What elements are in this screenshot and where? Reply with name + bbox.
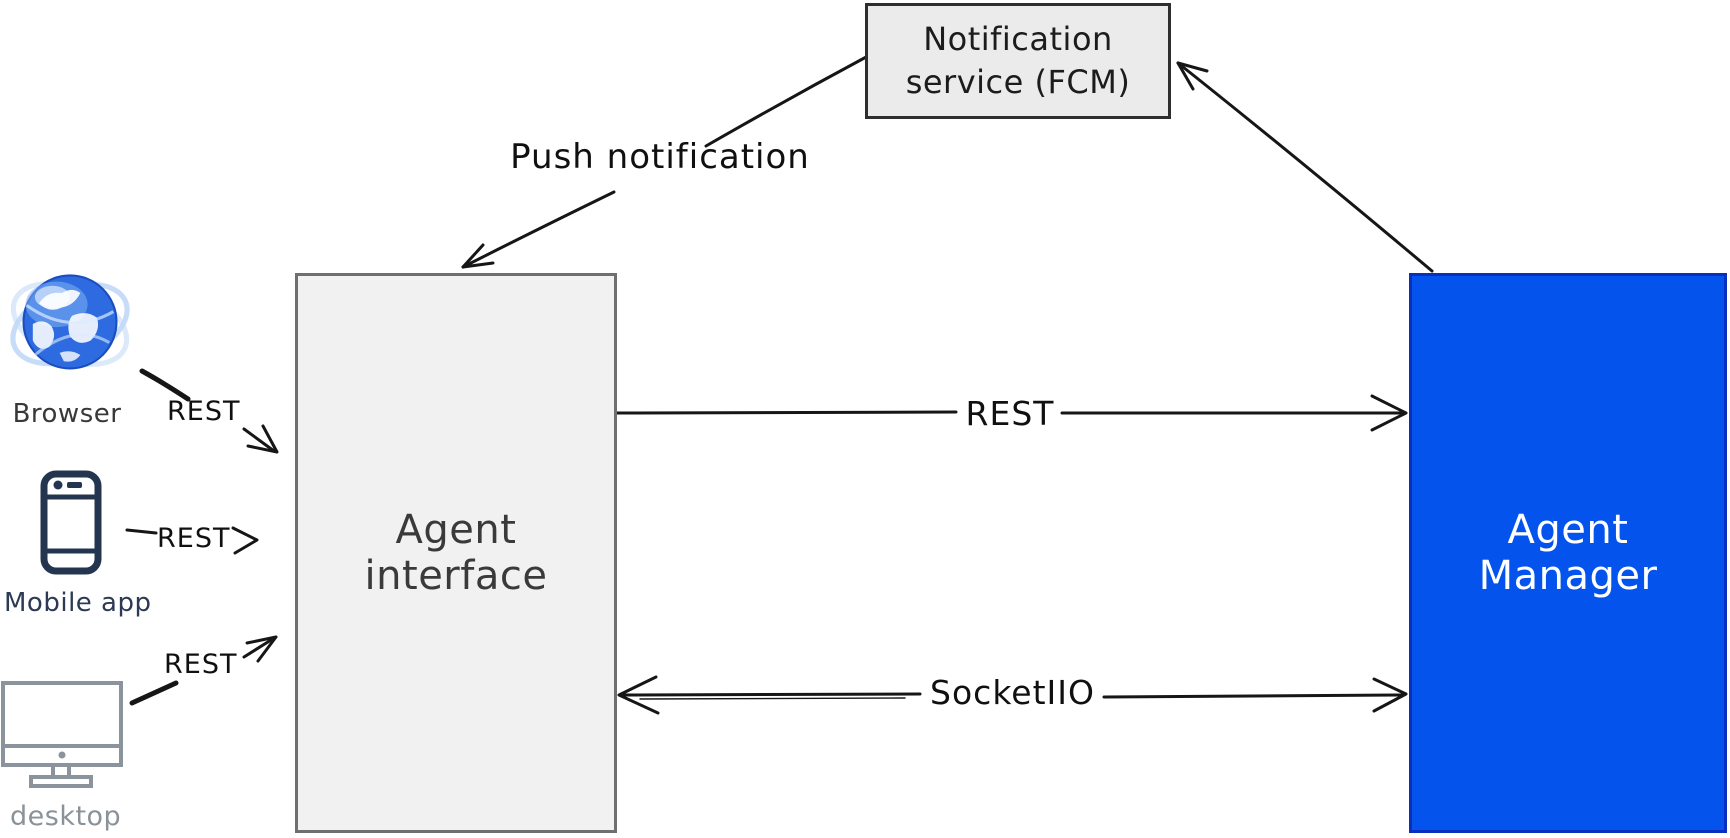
browser-label: Browser <box>12 399 122 429</box>
globe-icon <box>10 274 130 370</box>
desktop-label: desktop <box>10 801 122 832</box>
rest-mobile-label: REST <box>157 523 231 554</box>
notification-service-box: Notification service (FCM) <box>865 3 1171 119</box>
agent-interface-label: Agent interface <box>364 507 548 599</box>
agent-manager-label: Agent Manager <box>1478 507 1658 599</box>
socketio-label: SocketIIO <box>930 673 1095 712</box>
notification-service-label-line1: Notification <box>923 19 1113 58</box>
rest-main-label: REST <box>965 394 1055 433</box>
smartphone-icon <box>40 470 102 575</box>
notification-service-label-line2: service (FCM) <box>905 63 1131 101</box>
agent-manager-box: Agent Manager <box>1409 273 1727 833</box>
manager-to-fcm-arrow <box>1176 61 1434 273</box>
mobile-app-label: Mobile app <box>4 588 152 618</box>
rest-browser-label: REST <box>167 396 241 427</box>
agent-interface-box: Agent interface <box>295 273 617 833</box>
monitor-icon <box>1 681 123 788</box>
rest-desktop-label: REST <box>164 649 238 680</box>
push-notification-label: Push notification <box>510 137 810 177</box>
